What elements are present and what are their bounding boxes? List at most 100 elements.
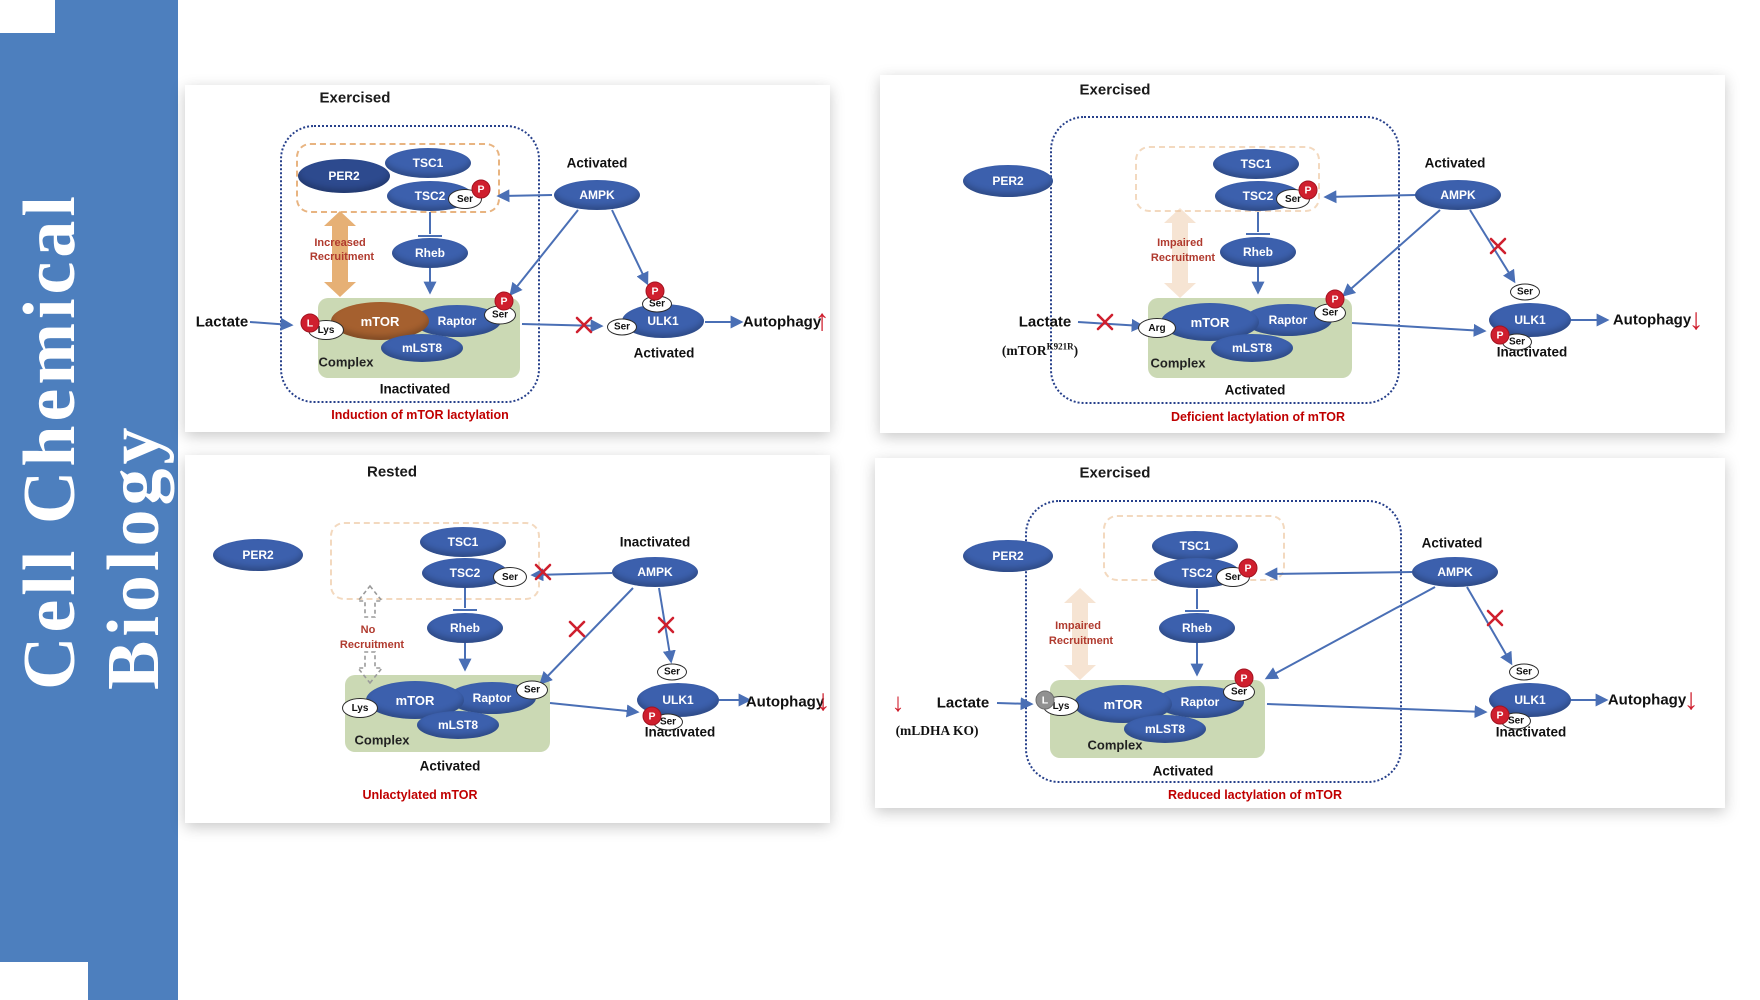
panel-deficient-lactylation: Exercised PER2 TSC1 TSC2 Ser P Activated… — [880, 75, 1725, 433]
recruitment-label-line1: Impaired — [1055, 620, 1101, 632]
complex-state-label: Activated — [1152, 763, 1214, 779]
journal-title-line2: Biology — [93, 423, 175, 690]
lactate-label: Lactate — [1018, 313, 1072, 331]
mutant-note-sup: K921R — [1046, 341, 1074, 352]
ser-badge-ulk1-top: Ser — [1510, 283, 1540, 301]
node-mlst8: mLST8 — [1211, 334, 1293, 362]
pathway-wires — [356, 563, 752, 718]
panel-caption: Reduced lactylation of mTOR — [1167, 788, 1343, 802]
node-rheb: Rheb — [1220, 237, 1296, 267]
autophagy-direction-arrow: ↓ — [815, 684, 831, 717]
node-mlst8: mLST8 — [381, 334, 463, 362]
complex-label: Complex — [1087, 737, 1143, 753]
band-corner-notch — [0, 0, 55, 33]
phospho-p-tsc2: P — [1238, 558, 1258, 578]
node-tsc1: TSC1 — [1213, 149, 1299, 179]
node-ampk: AMPK — [554, 180, 640, 210]
tsc-recruitment-box — [330, 522, 540, 600]
node-mtor: mTOR — [331, 302, 429, 340]
complex-state-label: Activated — [1224, 382, 1286, 398]
ampk-state-label: Activated — [1424, 155, 1486, 171]
panel-title: Exercised — [1079, 464, 1151, 482]
autophagy-label: Autophagy — [1607, 691, 1687, 709]
ampk-state-label: Inactivated — [619, 534, 691, 550]
node-mlst8: mLST8 — [1124, 715, 1206, 743]
autophagy-label: Autophagy — [1612, 311, 1692, 329]
journal-title-line1: Cell Chemical — [9, 192, 91, 690]
lys-badge-mtor: Lys — [342, 698, 378, 718]
mutant-note-prefix: (mTOR — [1001, 342, 1047, 358]
complex-label: Complex — [1150, 355, 1206, 371]
mutant-note-suffix: ) — [1073, 342, 1079, 358]
panel-caption: Induction of mTOR lactylation — [331, 408, 509, 422]
node-per2: PER2 — [213, 539, 303, 571]
blocked-x-icon — [568, 620, 586, 638]
autophagy-direction-arrow: ↓ — [1683, 683, 1699, 716]
panel-title: Rested — [366, 463, 418, 481]
complex-state-label: Activated — [419, 758, 481, 774]
complex-state-label: Inactivated — [379, 381, 451, 397]
recruitment-label-line2: Recruitment — [339, 639, 405, 651]
lactate-label: Lactate — [195, 313, 249, 331]
ser-badge-ulk1-bottom: Ser — [1502, 333, 1532, 351]
ko-note: (mLDHA KO) — [895, 723, 979, 738]
panel-reduced-lactylation: Exercised PER2 TSC1 TSC2 Ser P Activated… — [875, 458, 1725, 808]
phospho-p-ulk1: P — [1490, 705, 1510, 725]
node-ampk: AMPK — [1415, 180, 1501, 210]
node-rheb: Rheb — [427, 613, 503, 643]
recruitment-label-line2: Recruitment — [1048, 635, 1114, 647]
node-rheb: Rheb — [392, 238, 468, 268]
node-mlst8: mLST8 — [417, 711, 499, 739]
lactate-label: Lactate — [936, 694, 990, 712]
phospho-p-raptor: P — [1234, 668, 1254, 688]
phospho-p-tsc2: P — [471, 179, 491, 199]
panel-title: Exercised — [319, 89, 391, 107]
node-ampk: AMPK — [612, 557, 698, 587]
node-ampk: AMPK — [1412, 557, 1498, 587]
band-corner-notch — [0, 962, 88, 1000]
phospho-p-tsc2: P — [1298, 180, 1318, 200]
ser-badge-ulk1-top: Ser — [657, 663, 687, 681]
node-per2: PER2 — [963, 540, 1053, 572]
node-per2: PER2 — [963, 165, 1053, 197]
mutant-note: (mTORK921R) — [1002, 341, 1078, 359]
autophagy-label: Autophagy — [742, 313, 822, 331]
autophagy-label: Autophagy — [745, 693, 825, 711]
blocked-x-icon — [1489, 237, 1507, 255]
ulk1-state-label: Activated — [633, 345, 695, 361]
phospho-p-ulk1: P — [642, 706, 662, 726]
panel-caption: Deficient lactylation of mTOR — [1170, 410, 1346, 424]
panel-caption: Unlactylated mTOR — [362, 788, 478, 802]
node-per2: PER2 — [298, 159, 390, 193]
ampk-state-label: Activated — [1421, 535, 1483, 551]
phospho-p-ulk1: P — [1490, 325, 1510, 345]
phospho-p-raptor: P — [1325, 289, 1345, 309]
panel-title: Exercised — [1079, 81, 1151, 99]
phospho-p-raptor: P — [494, 291, 514, 311]
blocked-x-icon — [575, 316, 593, 334]
node-tsc1: TSC1 — [1152, 531, 1238, 561]
complex-label: Complex — [354, 732, 410, 748]
ser-badge-tsc2: Ser — [493, 567, 527, 587]
lactyl-l-badge-grey: L — [1035, 690, 1055, 710]
recruitment-label-line1: Increased — [314, 237, 366, 249]
ser-badge-ulk1-top: Ser — [1509, 663, 1539, 681]
panel-induction-of-mtor-lactylation: Exercised PER2 TSC1 TSC2 Ser P Activated… — [185, 85, 830, 432]
node-rheb: Rheb — [1159, 613, 1235, 643]
ser-badge-ulk1-left: Ser — [607, 318, 637, 336]
recruitment-label-line2: Recruitment — [1150, 252, 1216, 264]
journal-band — [0, 0, 178, 1000]
recruitment-label-line1: No — [360, 624, 376, 636]
blocked-x-icon — [657, 616, 675, 634]
arg-badge-mtor: Arg — [1138, 318, 1176, 338]
ampk-state-label: Activated — [566, 155, 628, 171]
complex-label: Complex — [318, 354, 374, 370]
per2-tsc-recruitment-box — [296, 143, 500, 213]
panel-unlactylated-mtor: Rested PER2 TSC1 TSC2 Ser Inactivated AM… — [185, 455, 830, 823]
recruitment-label-line2: Recruitment — [309, 251, 375, 263]
recruitment-label-line1: Impaired — [1157, 237, 1203, 249]
blocked-x-icon — [1486, 609, 1504, 627]
autophagy-direction-arrow: ↑ — [814, 304, 830, 337]
tsc-recruitment-box — [1135, 146, 1320, 212]
lactate-decrease-arrow: ↓ — [891, 687, 905, 717]
